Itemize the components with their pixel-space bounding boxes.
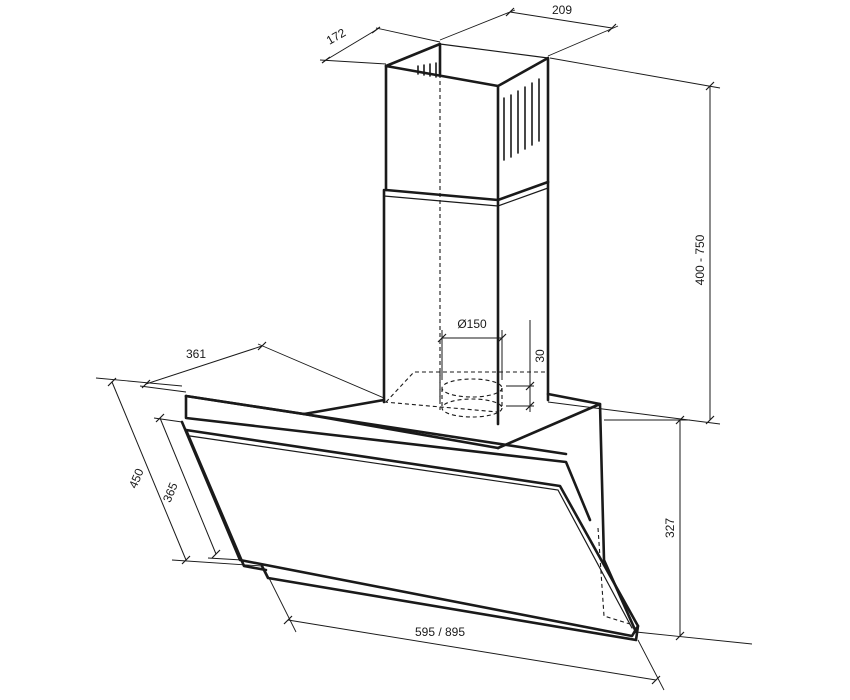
vent-slots [417,62,540,161]
dim-hood-height: 327 [604,415,753,645]
dim-595-895-label: 595 / 895 [415,625,465,639]
dim-body-depth: 361 [139,341,385,399]
dim-361-label: 361 [186,347,206,361]
dim-glass-depth: 365 [153,413,243,561]
hidden-duct-lines [383,74,548,418]
dim-365-label: 365 [160,480,181,504]
dim-209-label: 209 [552,3,572,17]
dim-outlet-offset: 30 [506,320,547,412]
glass-panel [180,420,640,642]
dim-chimney-width: 209 [439,3,619,57]
dim-chimney-depth: 172 [319,25,441,65]
hood-body [184,392,638,634]
dim-panel-depth: 450 [95,377,263,567]
dim-327-label: 327 [663,518,677,538]
dim-172-label: 172 [324,25,349,47]
dim-30-label: 30 [533,349,547,363]
dim-400-750-label: 400 - 750 [693,234,707,285]
dim-chimney-height: 400 - 750 [547,57,721,425]
chimney-lower-section [382,180,550,426]
chimney-upper-section [384,42,550,202]
dim-450-label: 450 [126,466,147,490]
dim-hood-width: 595 / 895 [265,571,665,691]
dim-outlet-diameter: Ø150 [437,317,507,380]
dim-150-label: Ø150 [457,317,487,331]
